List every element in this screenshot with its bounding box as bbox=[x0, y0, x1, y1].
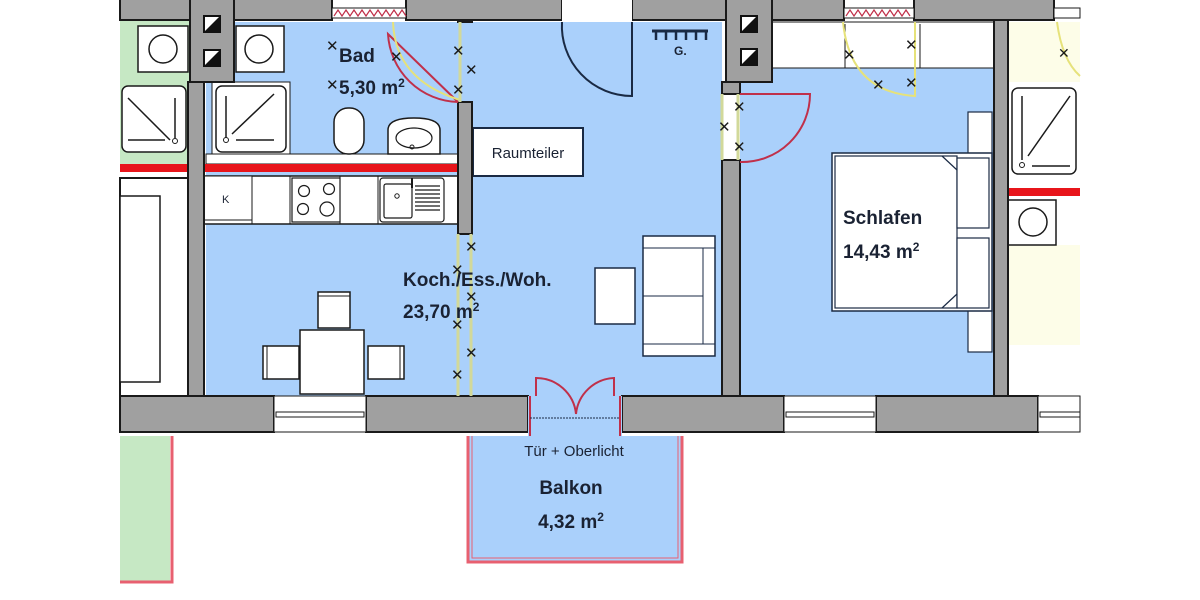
svg-text:✕: ✕ bbox=[465, 239, 478, 256]
svg-text:✕: ✕ bbox=[465, 62, 478, 79]
bottom-windows bbox=[273, 395, 1081, 436]
svg-text:4,32 m2: 4,32 m2 bbox=[538, 510, 604, 533]
doors bbox=[386, 21, 916, 415]
svg-text:✕: ✕ bbox=[451, 317, 464, 334]
svg-text:Tür + Oberlicht: Tür + Oberlicht bbox=[524, 443, 624, 460]
room-label-schlafen: Schlafen 14,43 m2 bbox=[843, 208, 922, 263]
room-label-balkon: Balkon 4,32 m2 bbox=[538, 478, 604, 533]
svg-text:✕: ✕ bbox=[718, 119, 731, 136]
top-windows bbox=[331, 0, 1081, 22]
svg-text:✕: ✕ bbox=[465, 289, 478, 306]
svg-text:✕: ✕ bbox=[905, 37, 918, 54]
svg-text:✕: ✕ bbox=[451, 262, 464, 279]
dining-table bbox=[262, 291, 405, 395]
svg-text:Bad: Bad bbox=[339, 46, 375, 67]
wardrobe-label: G. bbox=[674, 44, 687, 58]
svg-text:✕: ✕ bbox=[465, 345, 478, 362]
room-label-bad: Bad 5,30 m2 bbox=[339, 46, 405, 99]
neighbor-left bbox=[119, 20, 191, 584]
svg-text:✕: ✕ bbox=[905, 75, 918, 92]
svg-text:Balkon: Balkon bbox=[539, 478, 602, 499]
svg-text:✕: ✕ bbox=[733, 99, 746, 116]
balcony-door-label: Tür + Oberlicht bbox=[524, 443, 624, 460]
svg-text:✕: ✕ bbox=[1058, 45, 1070, 61]
kitchen-counter: K bbox=[203, 175, 459, 225]
svg-text:✕: ✕ bbox=[452, 43, 465, 60]
fridge-label: K bbox=[222, 194, 230, 206]
svg-text:✕: ✕ bbox=[451, 367, 464, 384]
svg-text:✕: ✕ bbox=[843, 47, 856, 64]
room-divider: Raumteiler bbox=[472, 127, 584, 177]
bathroom-fixtures bbox=[205, 25, 461, 165]
red-line-bath bbox=[202, 164, 458, 172]
shaft-icons bbox=[203, 15, 758, 67]
bedroom-furniture bbox=[769, 21, 995, 353]
walls bbox=[119, 0, 1055, 433]
svg-text:✕: ✕ bbox=[733, 139, 746, 156]
svg-text:14,43 m2: 14,43 m2 bbox=[843, 240, 920, 263]
svg-text:Koch./Ess./Woh.: Koch./Ess./Woh. bbox=[403, 270, 552, 291]
room-label-kochen: Koch./Ess./Woh. 23,70 m2 bbox=[403, 270, 552, 323]
svg-text:✕: ✕ bbox=[452, 82, 465, 99]
svg-text:✕: ✕ bbox=[326, 77, 339, 94]
wardrobe-hooks: G. bbox=[652, 29, 708, 58]
living-furniture bbox=[594, 235, 716, 357]
svg-text:✕: ✕ bbox=[326, 38, 339, 55]
red-line-left bbox=[120, 164, 190, 172]
switch-markers: ✕✕✕ ✕✕✕ ✕✕✕ ✕✕✕ ✕✕✕ ✕✕✕✕ bbox=[326, 37, 918, 384]
room-divider-label: Raumteiler bbox=[492, 145, 565, 162]
svg-text:23,70 m2: 23,70 m2 bbox=[403, 300, 480, 323]
svg-text:✕: ✕ bbox=[390, 49, 403, 66]
neighbor-right: ✕ bbox=[1007, 21, 1081, 345]
svg-text:Schlafen: Schlafen bbox=[843, 208, 922, 229]
svg-text:5,30 m2: 5,30 m2 bbox=[339, 76, 405, 99]
svg-text:✕: ✕ bbox=[872, 77, 885, 94]
